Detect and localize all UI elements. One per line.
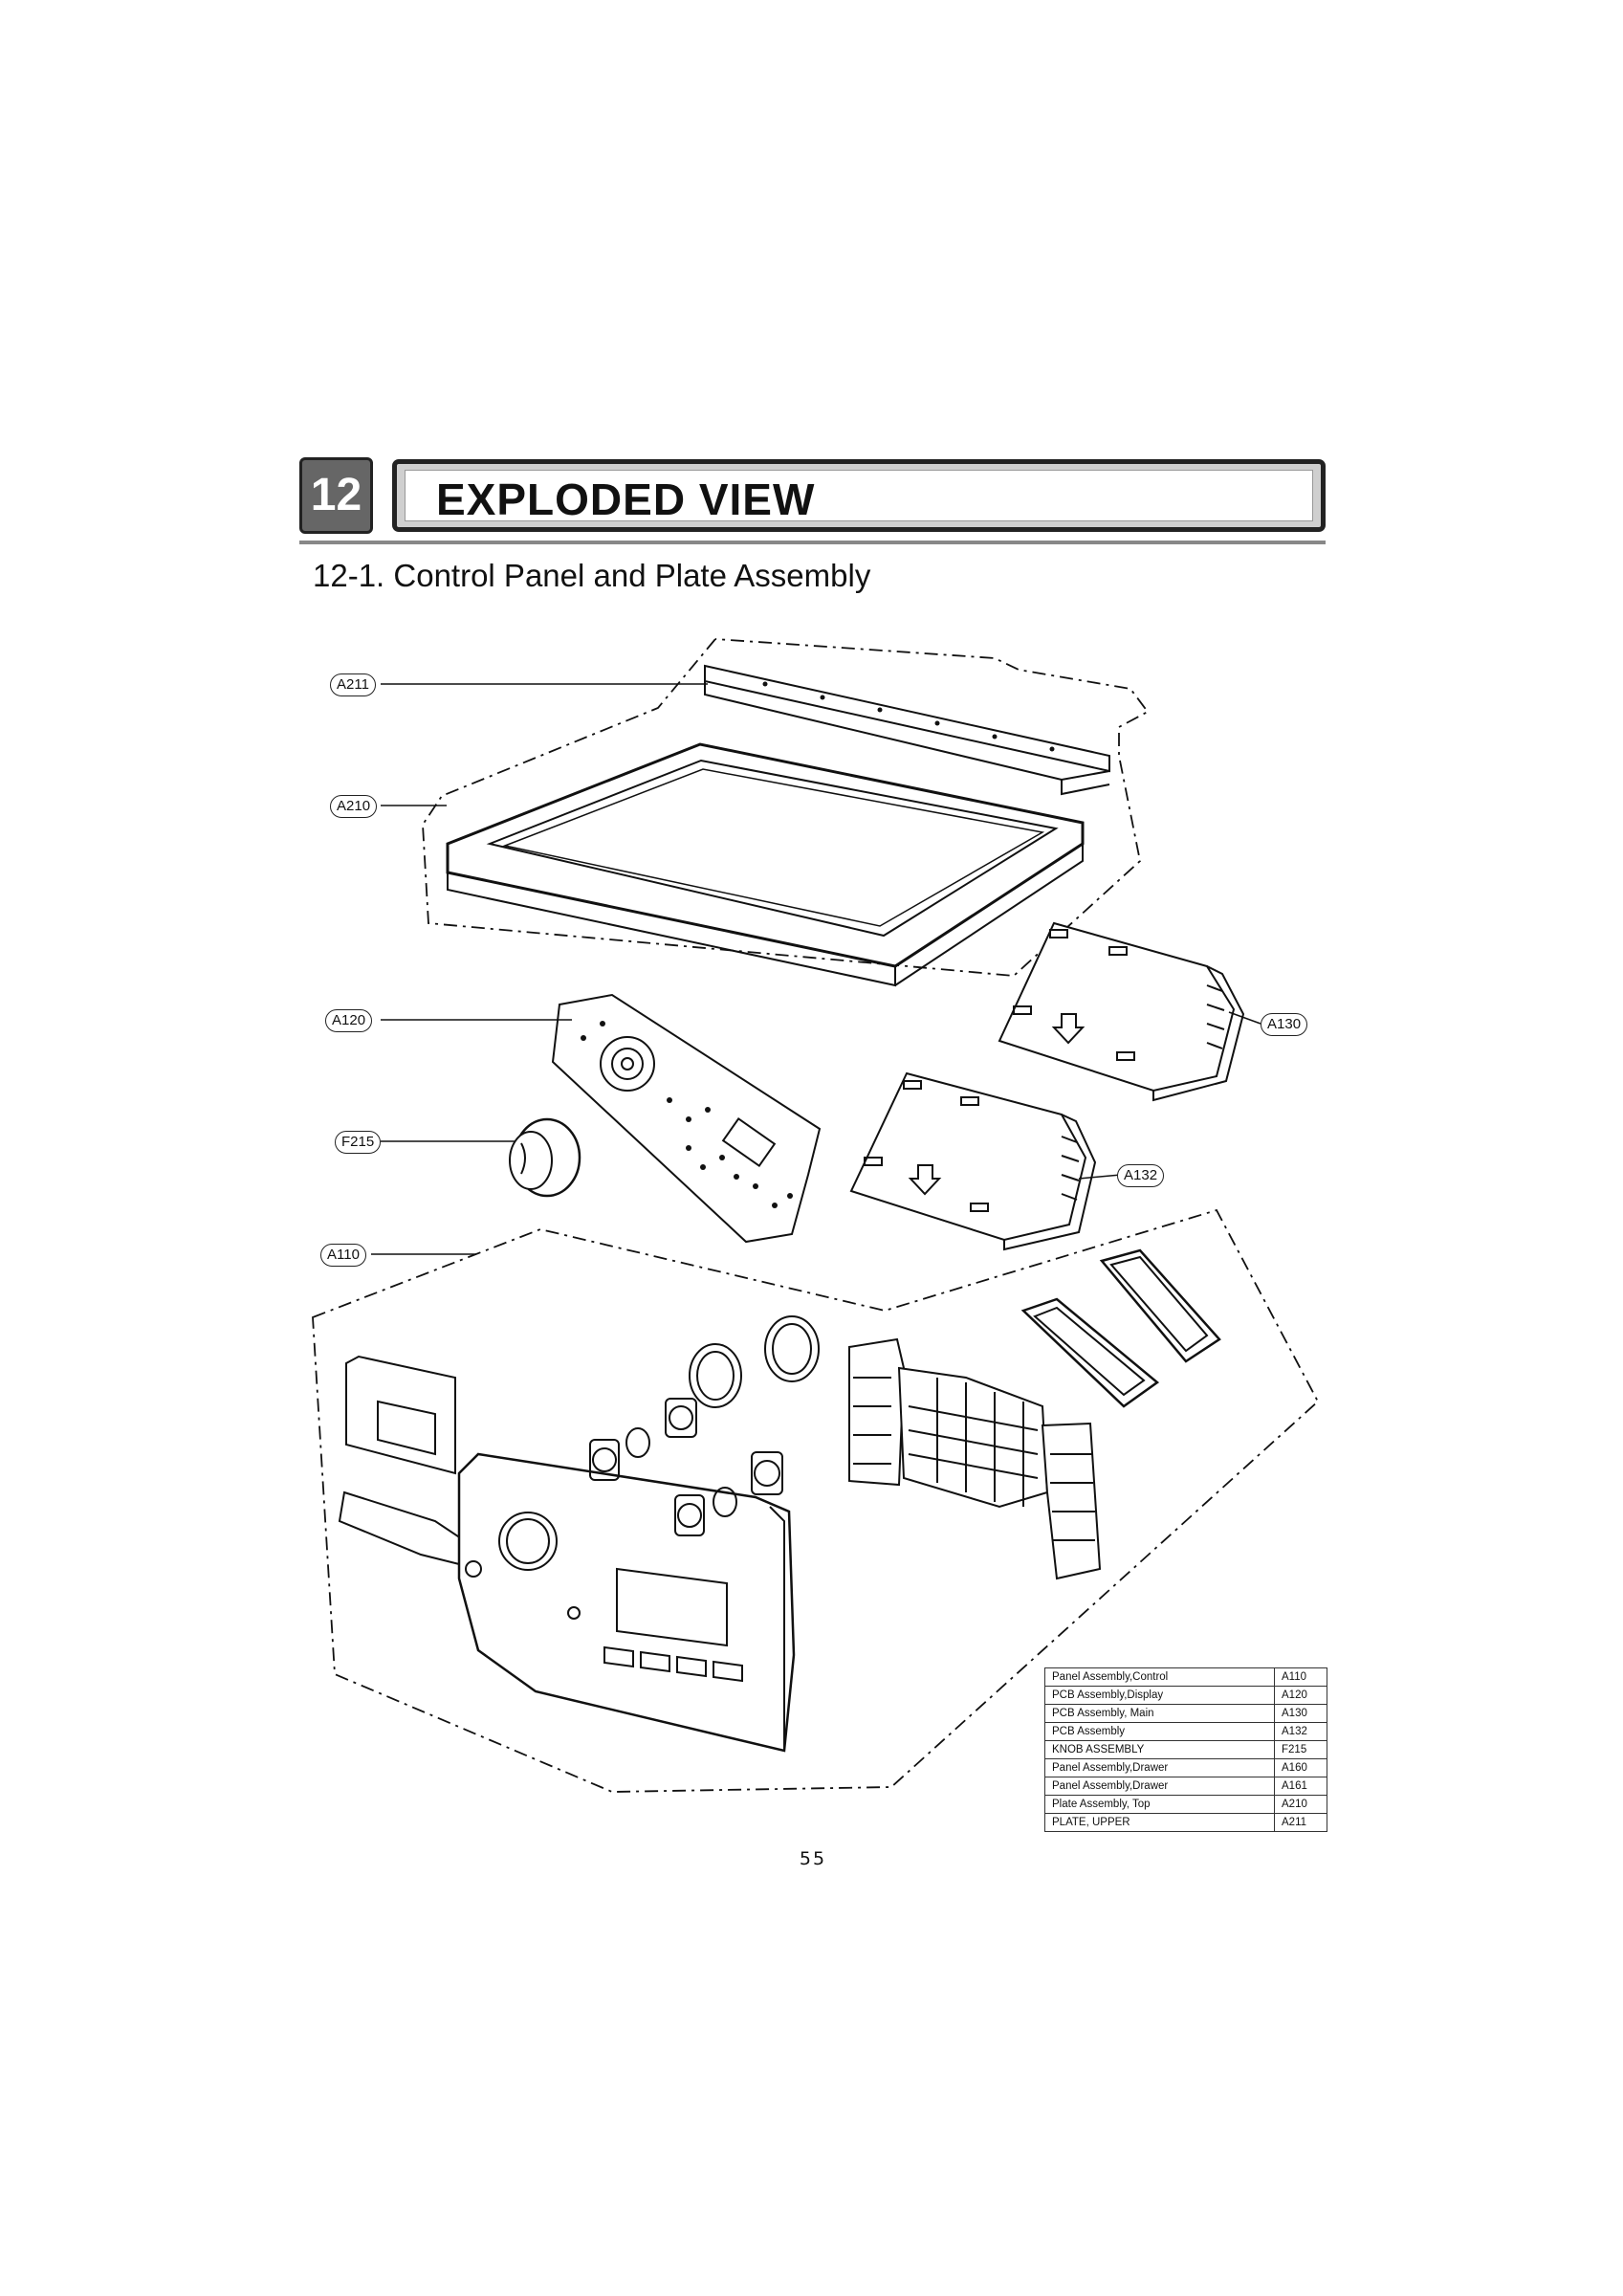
callout-a132: A132 (1117, 1164, 1165, 1187)
page-subtitle: 12-1. Control Panel and Plate Assembly (313, 558, 871, 593)
part-code: A161 (1274, 1777, 1327, 1796)
callout-a120: A120 (325, 1009, 373, 1032)
plate-top-part (446, 742, 1085, 987)
drawer-panel-parts (1020, 1248, 1221, 1408)
control-panel-part (338, 1355, 796, 1753)
callout-a211: A211 (330, 673, 376, 696)
callout-f215: F215 (335, 1131, 382, 1154)
page-number: 55 (799, 1848, 827, 1869)
callout-a210: A210 (330, 795, 378, 818)
section-title-bar: EXPLODED VIEW (392, 459, 1326, 532)
callout-a110: A110 (320, 1244, 366, 1267)
section-rule (299, 541, 1326, 544)
knob-rings-part (589, 1315, 820, 1536)
part-code: A130 (1274, 1704, 1327, 1723)
section-title: EXPLODED VIEW (436, 475, 816, 524)
part-name: Panel Assembly,Control (1044, 1667, 1275, 1687)
pcb-main-part (998, 921, 1245, 1102)
part-name: Panel Assembly,Drawer (1044, 1758, 1275, 1777)
part-code: A210 (1274, 1795, 1327, 1814)
part-code: A211 (1274, 1813, 1327, 1832)
part-name: PCB Assembly (1044, 1722, 1275, 1741)
part-name: KNOB ASSEMBLY (1044, 1740, 1275, 1759)
part-name: Plate Assembly, Top (1044, 1795, 1275, 1814)
pcb-part (849, 1071, 1097, 1251)
knob-part (509, 1117, 581, 1198)
part-name: PCB Assembly, Main (1044, 1704, 1275, 1723)
part-name: PLATE, UPPER (1044, 1813, 1275, 1832)
part-name: PCB Assembly,Display (1044, 1686, 1275, 1705)
pcb-display-part (551, 993, 822, 1244)
part-name: Panel Assembly,Drawer (1044, 1777, 1275, 1796)
part-code: A160 (1274, 1758, 1327, 1777)
upper-group-boundary (422, 638, 1150, 977)
lower-group-boundary (312, 1208, 1320, 1793)
section-title-frame: EXPLODED VIEW (405, 470, 1313, 524)
part-code: F215 (1274, 1740, 1327, 1759)
part-code: A110 (1274, 1667, 1327, 1687)
part-code: A120 (1274, 1686, 1327, 1705)
leader-lines (371, 683, 1261, 1255)
drawer-frame-part (848, 1337, 1102, 1580)
section-number-badge: 12 (299, 457, 373, 534)
part-code: A132 (1274, 1722, 1327, 1741)
callout-a130: A130 (1261, 1013, 1308, 1036)
plate-upper-part (704, 664, 1110, 796)
